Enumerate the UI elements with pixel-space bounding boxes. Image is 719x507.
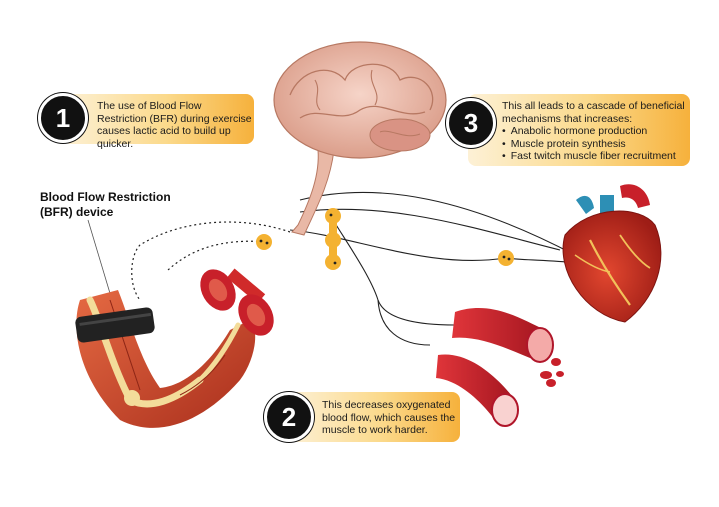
callout-1 (62, 94, 254, 144)
step-3-badge: 3 (446, 98, 496, 148)
callout-2-text: This decreases oxygenated blood flow, wh… (322, 399, 456, 436)
bfr-device-label: Blood Flow Restriction (BFR) device (40, 190, 171, 219)
callout-3-intro: This all leads to a cascade of beneficia… (502, 100, 685, 125)
blood-vessel-icon (436, 308, 564, 427)
callout-1-text: The use of Blood Flow Restriction (BFR) … (97, 100, 252, 150)
callout-2 (288, 392, 460, 442)
callout-3-list: Anabolic hormone production Muscle prote… (502, 125, 687, 163)
list-item: Anabolic hormone production (502, 125, 687, 138)
step-2-number: 2 (281, 401, 297, 432)
dotted-nerve-lines (131, 221, 291, 301)
list-item: Muscle protein synthesis (502, 138, 687, 151)
nerve-node-icon (256, 208, 514, 270)
step-2-badge: 2 (264, 392, 314, 442)
step-3-number: 3 (463, 107, 479, 138)
list-item: Fast twitch muscle fiber recruitment (502, 150, 687, 163)
arm-icon (75, 290, 256, 428)
dumbbell-icon (200, 268, 274, 336)
step-1-number: 1 (55, 102, 71, 133)
callout-3-text: This all leads to a cascade of beneficia… (502, 100, 687, 163)
brain-icon (273, 41, 447, 236)
heart-icon (562, 184, 662, 323)
step-1-badge: 1 (38, 93, 88, 143)
